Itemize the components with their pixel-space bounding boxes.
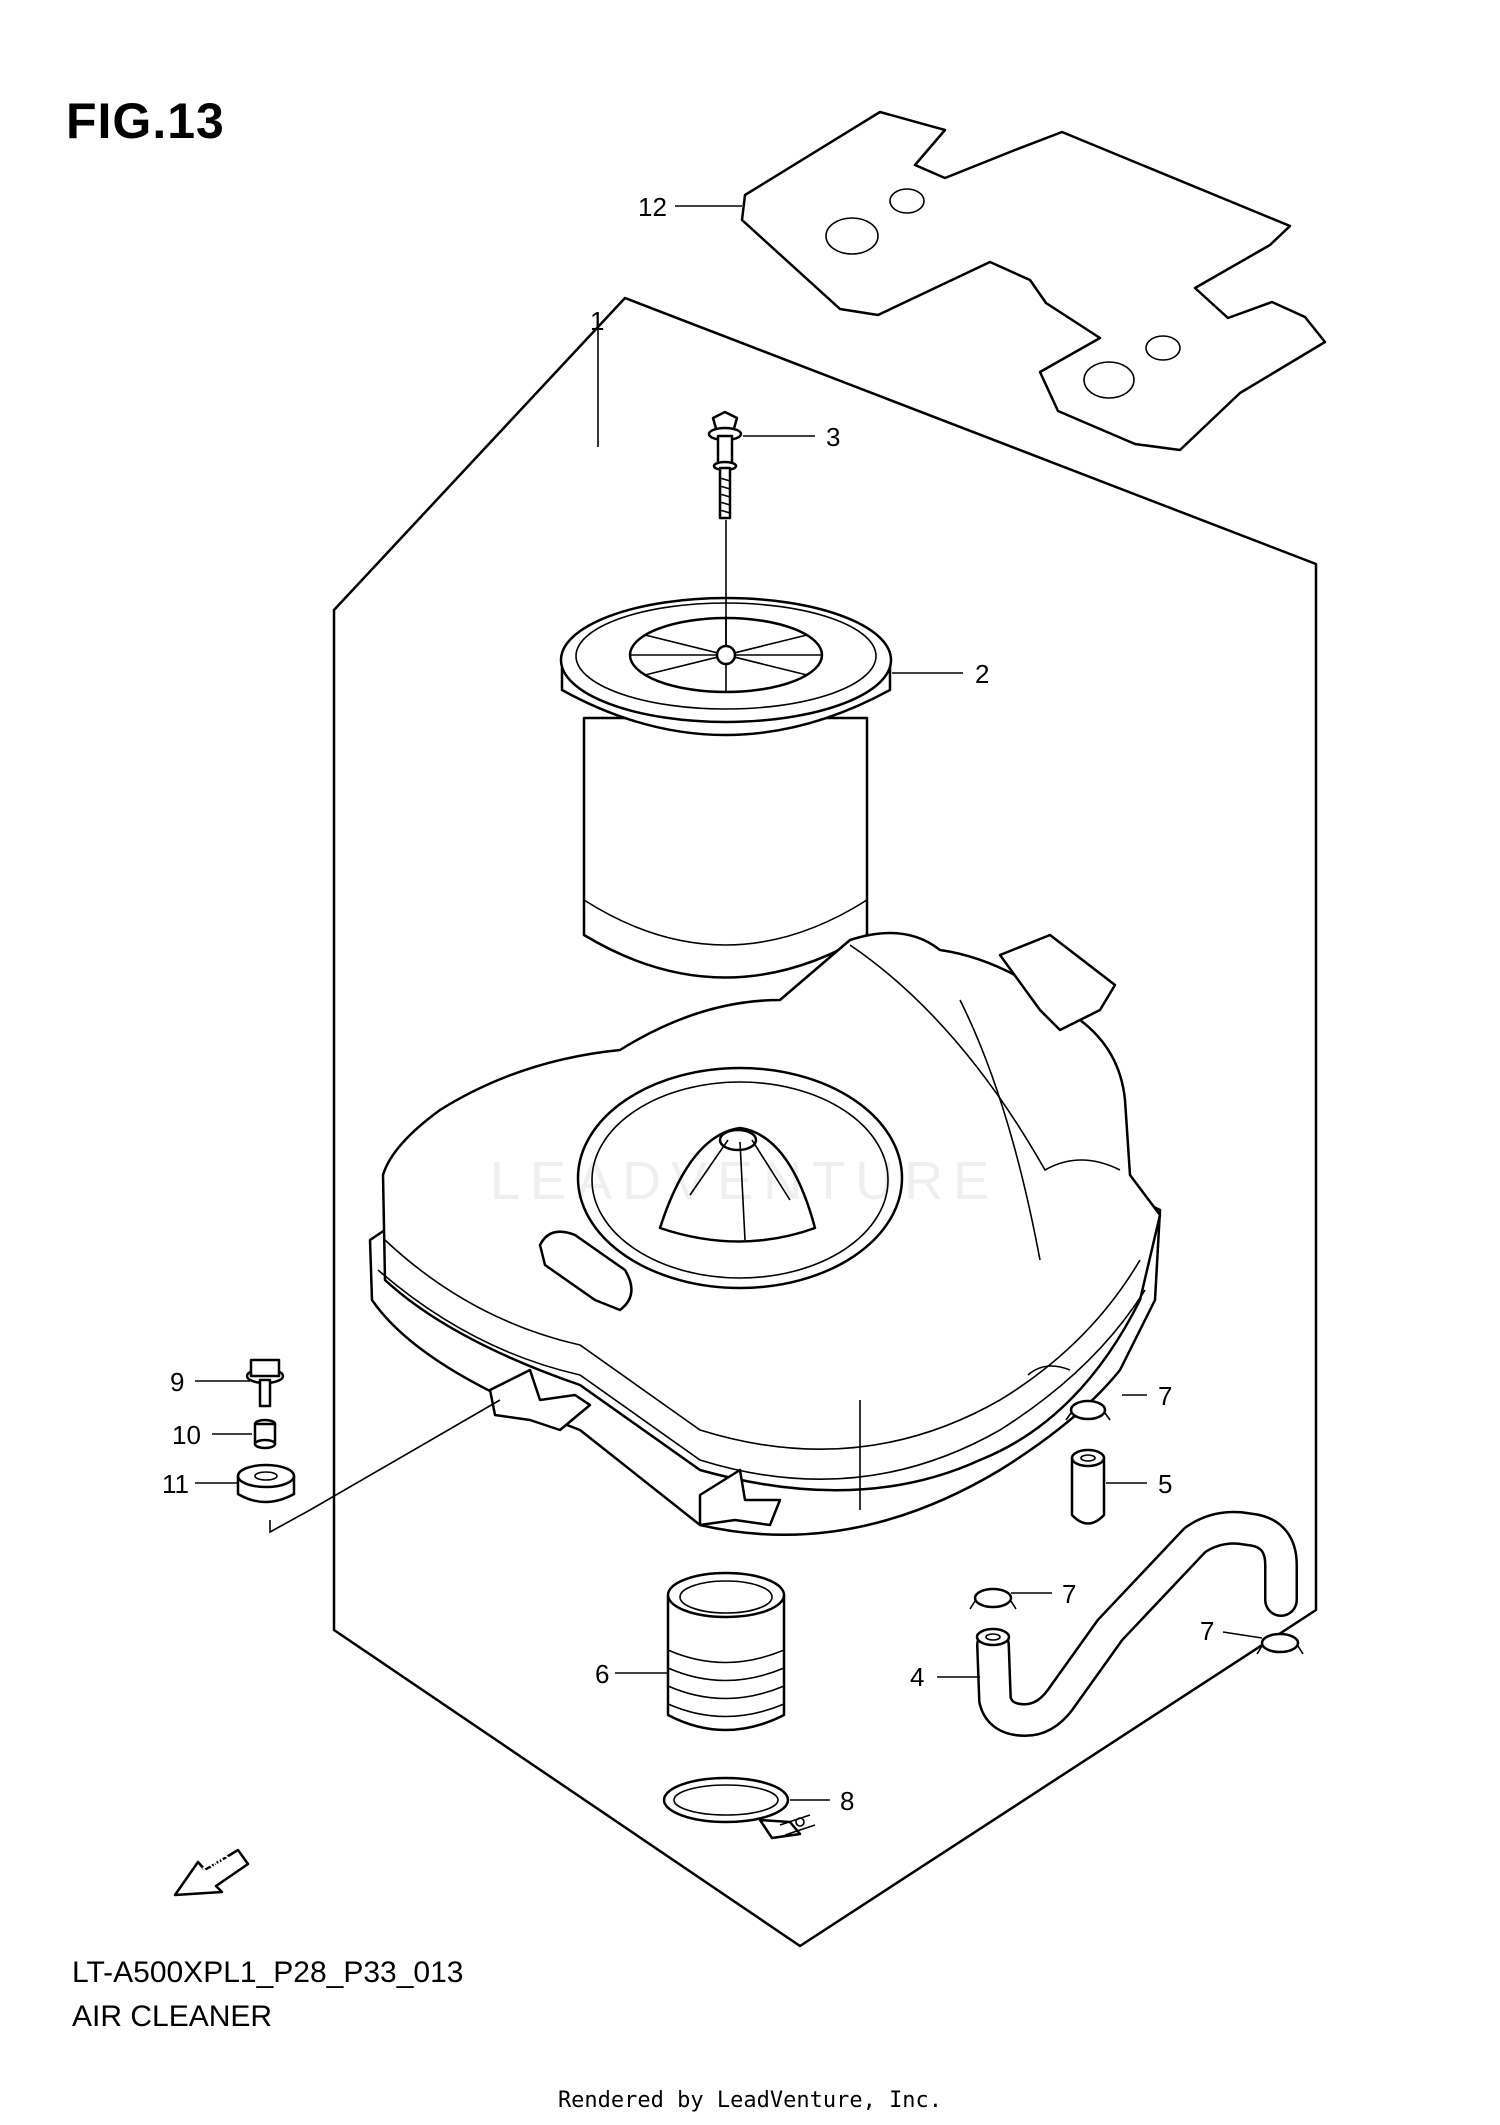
leader-lines xyxy=(195,205,1263,1801)
part-3-wing-bolt xyxy=(707,410,743,520)
mount-leader-line xyxy=(269,1399,501,1534)
callout-3: 3 xyxy=(826,422,840,452)
model-code: LT-A500XPL1_P28_P33_013 xyxy=(72,1956,464,1989)
part-7-clip-a xyxy=(1065,1399,1111,1421)
callout-2: 2 xyxy=(975,659,989,689)
callout-12: 12 xyxy=(638,192,667,222)
figure-title: FIG.13 xyxy=(66,93,225,149)
callout-7b: 7 xyxy=(1062,1579,1076,1609)
callout-7a: 7 xyxy=(1158,1381,1172,1411)
part-12-cover-seal xyxy=(740,110,1327,452)
callout-5: 5 xyxy=(1158,1469,1172,1499)
callout-9: 9 xyxy=(170,1367,184,1397)
part-6-outlet-tube xyxy=(666,1571,786,1732)
part-11-cushion xyxy=(236,1463,296,1504)
callout-8: 8 xyxy=(840,1786,854,1816)
fwd-arrow-icon: FWD xyxy=(173,1848,250,1897)
part-7-clip-b xyxy=(969,1587,1017,1610)
part-9-bolt xyxy=(245,1358,285,1408)
part-5-hose xyxy=(1070,1448,1106,1525)
callout-7c: 7 xyxy=(1200,1616,1214,1646)
callout-6: 6 xyxy=(595,1659,609,1689)
callout-4: 4 xyxy=(910,1662,924,1692)
part-4-drain-hose xyxy=(975,1510,1298,1737)
part-7-clip-c xyxy=(1256,1632,1304,1655)
part-10-spacer xyxy=(253,1418,277,1450)
footer-credit: Rendered by LeadVenture, Inc. xyxy=(557,2088,943,2113)
air-cleaner-housing xyxy=(368,931,1162,1537)
watermark: LEADVENTURE xyxy=(490,1151,1000,1211)
assembly-outline xyxy=(332,296,1318,1948)
diagram-name: AIR CLEANER xyxy=(72,2000,273,2033)
callout-10: 10 xyxy=(172,1420,201,1450)
part-8-hose-clamp xyxy=(662,1776,816,1840)
callout-11: 11 xyxy=(162,1469,189,1499)
callout-1: 1 xyxy=(590,306,604,336)
part-2-air-filter xyxy=(559,520,893,979)
